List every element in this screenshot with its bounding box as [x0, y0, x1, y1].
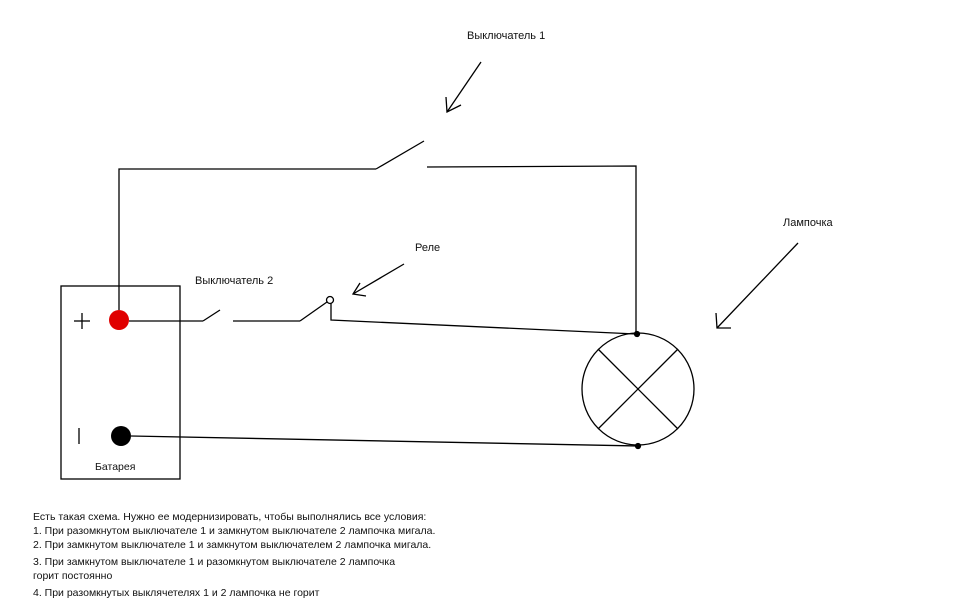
arrow-lamp — [715, 242, 799, 329]
switch-1-label: Выключатель 1 — [467, 30, 546, 42]
switch-2-blade — [202, 309, 221, 322]
wire-bottom — [130, 435, 639, 447]
lamp-node-top — [633, 330, 641, 338]
switch-2-label: Выключатель 2 — [195, 275, 274, 287]
relay-contact-blade — [299, 301, 328, 322]
condition-3: 3. При замкнутом выключателе 1 и разомкн… — [33, 556, 396, 568]
wire-top-right — [426, 165, 637, 334]
wire-top-left — [118, 168, 376, 310]
relay-label: Реле — [415, 242, 441, 254]
switch-1-blade — [375, 140, 425, 170]
lamp-label: Лампочка — [783, 217, 833, 229]
arrow-relay — [351, 263, 405, 297]
condition-2: 2. При замкнутом выключателе 1 и замкнут… — [33, 539, 432, 551]
battery-box — [60, 285, 181, 480]
task-description: Есть такая схема. Нужно ее модернизирова… — [33, 510, 435, 600]
plus-sign — [74, 313, 90, 329]
lamp-node-bottom — [634, 442, 642, 450]
battery-label: Батарея — [95, 461, 136, 473]
positive-terminal — [109, 310, 129, 330]
description-intro: Есть такая схема. Нужно ее модернизирова… — [33, 511, 427, 523]
condition-1: 1. При разомкнутом выключателе 1 и замкн… — [33, 525, 436, 537]
lamp-cross-b — [597, 348, 679, 430]
relay-contact — [325, 295, 335, 305]
condition-4: 4. При разомкнутых выклячетелях 1 и 2 ла… — [33, 587, 320, 599]
condition-3-cont: горит постоянно — [33, 570, 113, 582]
arrow-switch1 — [445, 61, 482, 114]
negative-terminal — [111, 426, 131, 446]
wire-relay-to-lamp — [330, 303, 637, 335]
